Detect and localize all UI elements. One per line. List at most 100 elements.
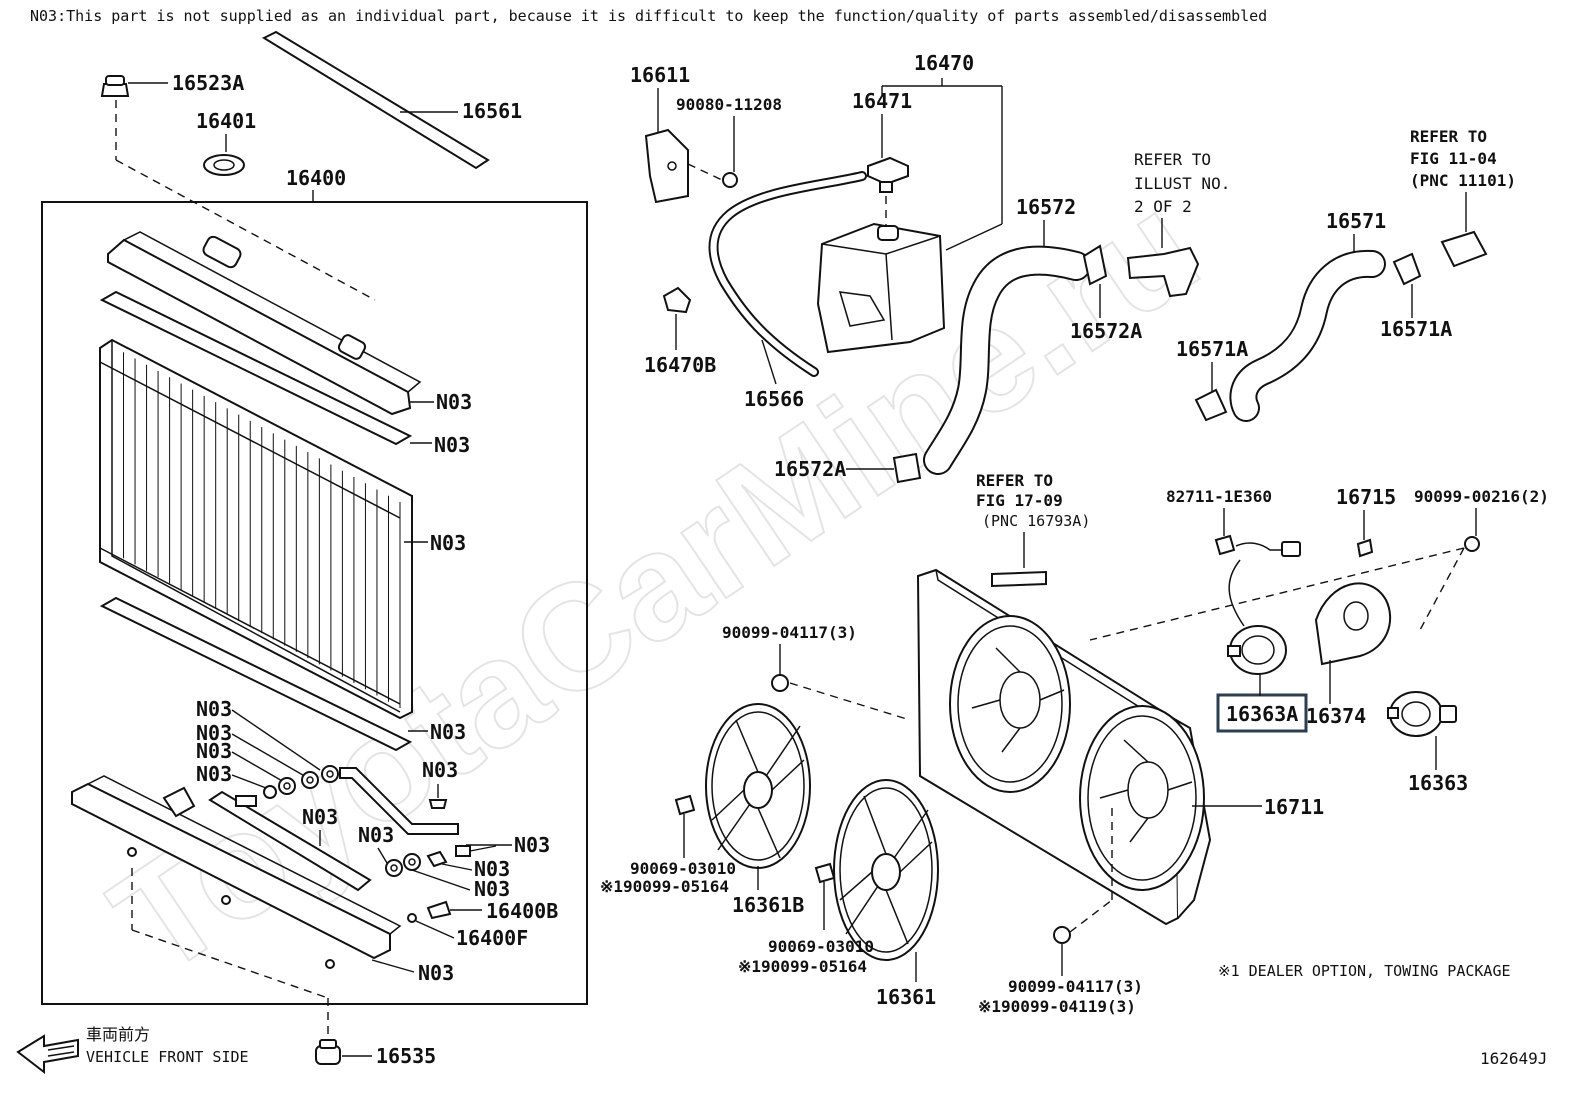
label-90099-04117-b: 90099-04117(3) — [1008, 977, 1143, 996]
label-16572A-1: 16572A — [1070, 319, 1142, 343]
radiator-core-icon — [99, 338, 413, 720]
dealer-option-note: ※1 DEALER OPTION, TOWING PACKAGE — [1218, 962, 1511, 980]
refer3-line1: REFER TO — [976, 471, 1053, 490]
label-n03-f: N03 — [196, 721, 232, 745]
refer3-line2: FIG 17-09 — [976, 491, 1063, 510]
highlight-box-16363A — [1216, 693, 1308, 733]
fan-blade-2-icon — [833, 779, 939, 961]
label-90069-03010-a: 90069-03010 — [630, 859, 736, 878]
fan-shroud-icon — [916, 568, 1212, 926]
fan-blade-1-icon — [705, 703, 811, 869]
label-16571: 16571 — [1326, 209, 1386, 233]
label-90080-11208: 90080-11208 — [676, 95, 782, 114]
refer2-line3: (PNC 11101) — [1410, 171, 1516, 190]
label-n03-c: N03 — [430, 531, 466, 555]
label-90099-00216: 90099-00216(2) — [1414, 487, 1549, 506]
hose-clamp-3-icon — [1194, 388, 1228, 422]
refer1-line2: ILLUST NO. — [1134, 174, 1230, 193]
label-82711-1E360: 82711-1E360 — [1166, 487, 1272, 506]
label-16572A-2: 16572A — [774, 457, 846, 481]
label-16400F: 16400F — [456, 926, 528, 950]
label-n03-e: N03 — [196, 697, 232, 721]
nut-icon — [674, 794, 696, 816]
hose-clamp-lower-icon — [892, 452, 922, 484]
fan-motor-icon — [1227, 625, 1287, 675]
label-n03-b: N03 — [434, 433, 470, 457]
refer3-line3: (PNC 16793A) — [982, 512, 1090, 530]
seal-strip-icon — [261, 30, 490, 170]
label-16611: 16611 — [630, 63, 690, 87]
label-n03-l: N03 — [514, 833, 550, 857]
gasket-icon — [203, 154, 245, 176]
mount-cushion-icon — [315, 1039, 341, 1065]
bracket-icon — [644, 128, 689, 204]
lower-gasket-icon — [99, 596, 413, 752]
refer1-line3: 2 OF 2 — [1134, 197, 1192, 216]
label-16400B: 16400B — [486, 899, 558, 923]
front-label-jp: 車両前方 — [86, 1025, 150, 1044]
label-190099-04119: ※190099-04119(3) — [978, 997, 1136, 1016]
label-n03-g: N03 — [196, 739, 232, 763]
lower-pipe-icon — [208, 790, 372, 892]
label-90069-03010-b: 90069-03010 — [768, 937, 874, 956]
label-16361: 16361 — [876, 985, 936, 1009]
radiator-assembly-box — [41, 201, 588, 1005]
label-16401: 16401 — [196, 109, 256, 133]
fan-bracket-icon — [1314, 582, 1391, 666]
label-16572: 16572 — [1016, 195, 1076, 219]
label-16363: 16363 — [1408, 771, 1468, 795]
reserve-tank-icon — [816, 222, 946, 354]
label-190099-05164-b: ※190099-05164 — [738, 957, 867, 976]
label-16715: 16715 — [1336, 485, 1396, 509]
label-16711: 16711 — [1264, 795, 1324, 819]
label-n03-o: N03 — [418, 961, 454, 985]
front-label-en: VEHICLE FRONT SIDE — [86, 1048, 249, 1066]
label-n03-j: N03 — [302, 805, 338, 829]
label-n03-k: N03 — [358, 823, 394, 847]
label-16470: 16470 — [914, 51, 974, 75]
reservoir-cap-icon — [867, 156, 909, 193]
hose-clamp-icon — [1082, 244, 1108, 286]
radiator-cap-icon — [100, 75, 130, 97]
label-16374: 16374 — [1306, 704, 1366, 728]
label-16471: 16471 — [852, 89, 912, 113]
refer1-line1: REFER TO — [1134, 150, 1211, 169]
label-16571A-1: 16571A — [1380, 317, 1452, 341]
refer2-line1: REFER TO — [1410, 127, 1487, 146]
label-16561: 16561 — [462, 99, 522, 123]
nut-2-icon — [814, 862, 836, 884]
label-16566: 16566 — [744, 387, 804, 411]
label-16361B: 16361B — [732, 893, 804, 917]
label-16571A-2: 16571A — [1176, 337, 1248, 361]
label-190099-05164-a: ※190099-05164 — [600, 877, 729, 896]
label-16363A: 16363A — [1226, 702, 1298, 726]
water-outlet-icon — [1126, 246, 1200, 298]
vehicle-front-arrow-icon — [16, 1034, 79, 1075]
label-n03-a: N03 — [436, 390, 472, 414]
fan-motor-2-icon — [1387, 691, 1457, 737]
drain-pipe-icon — [339, 767, 459, 835]
drain-plug-icon — [426, 900, 452, 920]
hose-clamp-2-icon — [1392, 252, 1422, 286]
figure-code: 162649J — [1480, 1049, 1547, 1068]
upper-tank-icon — [107, 231, 422, 416]
inlet-pipe-icon — [1440, 230, 1488, 268]
core-fins — [111, 346, 401, 708]
label-plate-icon — [991, 570, 1047, 588]
label-16470B: 16470B — [644, 353, 716, 377]
refer2-line2: FIG 11-04 — [1410, 149, 1497, 168]
label-n03-n: N03 — [474, 877, 510, 901]
label-n03-h: N03 — [196, 762, 232, 786]
label-n03-d: N03 — [430, 720, 466, 744]
wire-harness-icon — [1235, 542, 1284, 551]
clip-icon — [662, 286, 692, 314]
label-16523A: 16523A — [172, 71, 244, 95]
label-n03-i: N03 — [422, 758, 458, 782]
label-n03-m: N03 — [474, 857, 510, 881]
label-90099-04117-a: 90099-04117(3) — [722, 623, 857, 642]
upper-gasket-icon — [99, 290, 413, 446]
label-16400: 16400 — [286, 166, 346, 190]
label-16535: 16535 — [376, 1044, 436, 1068]
lower-tank-icon — [71, 775, 402, 969]
